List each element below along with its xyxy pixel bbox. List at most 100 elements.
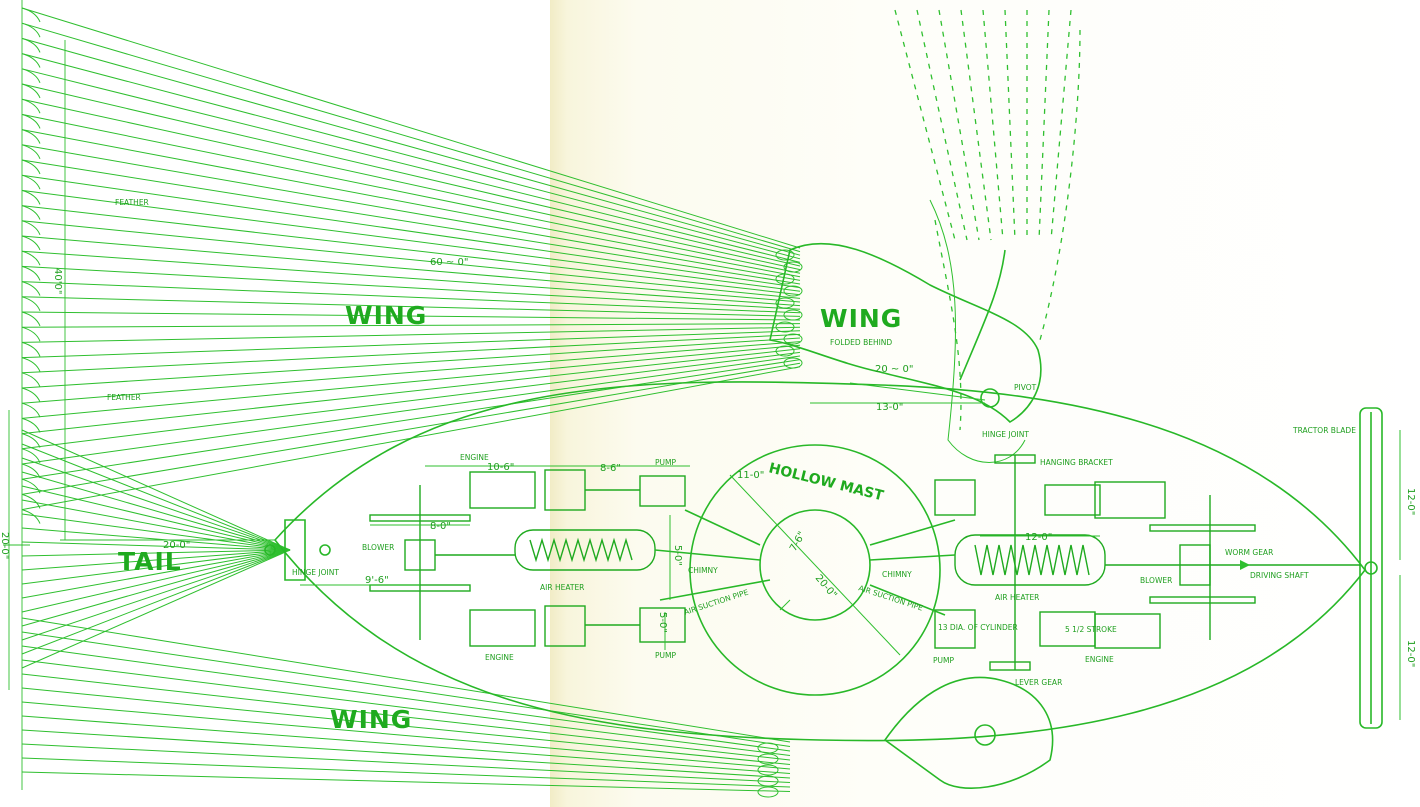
feather-stroke: [21, 311, 801, 321]
feather-stroke: [21, 53, 801, 260]
feather-stroke: [21, 341, 801, 404]
feather-stroke: [21, 617, 791, 743]
wing-swing-arc: [929, 199, 1026, 463]
feather-stroke: [21, 337, 801, 389]
feather-stroke: [21, 344, 801, 419]
feather-stroke: [21, 743, 791, 783]
air-heater-label-right: AIR HEATER: [995, 593, 1039, 602]
feather-stroke: [21, 355, 801, 465]
blower-label-right: BLOWER: [1140, 576, 1172, 585]
tail-feather-stroke: [21, 549, 291, 627]
dim-tail-length: 20-0": [163, 540, 190, 551]
feather-tip: [21, 113, 41, 129]
feather-stroke: [21, 235, 801, 303]
dashed-feather-stroke: [1038, 9, 1050, 241]
tail-feather-stroke: [21, 549, 291, 599]
feather-root: [783, 261, 803, 273]
feather-stroke: [21, 22, 801, 253]
feather-stroke: [21, 174, 801, 289]
dim-prop-top: 12-0": [1405, 488, 1416, 515]
feather-root: [775, 345, 795, 357]
tail-feather-stroke: [21, 485, 291, 551]
stroke-note-label: 5 1/2 STROKE: [1065, 625, 1117, 634]
tail-label: TAIL: [118, 547, 182, 576]
tail-feather-stroke: [21, 471, 291, 551]
feather-tip: [21, 144, 41, 159]
feather-tip: [21, 205, 41, 220]
tail-feathers: [21, 429, 291, 669]
feather-tip: [21, 387, 41, 403]
feather-tip: [21, 311, 41, 327]
feather-stroke: [21, 333, 801, 374]
dashed-feather-stroke: [916, 9, 968, 241]
feather-stroke: [21, 701, 791, 770]
feather-stroke: [21, 771, 791, 792]
feather-tip: [21, 433, 41, 448]
air-suction-label-left: AIR SUCTION PIPE: [683, 588, 750, 617]
wing-swing-guide: [934, 29, 1081, 431]
tail-feather-stroke: [21, 549, 291, 557]
feather-root: [757, 753, 779, 765]
feather-root: [757, 764, 779, 776]
hollow-mast-outer: [689, 444, 941, 696]
left-dimension-frame: [3, 0, 275, 790]
feather-stroke: [21, 250, 801, 307]
folded-wing-upper: [769, 242, 1042, 424]
feather-root: [775, 297, 795, 309]
engine-label-left-bottom: ENGINE: [485, 653, 514, 662]
tail-feather-stroke: [21, 549, 291, 571]
tail-feather-stroke: [21, 513, 291, 551]
feather-tip: [21, 53, 41, 68]
cylinder-note-label: 13 DIA. OF CYLINDER: [938, 623, 1018, 632]
feather-stroke: [21, 715, 791, 774]
dim-prop-bottom: 12-0": [1405, 640, 1416, 667]
dim-pump-5b: 5-0": [657, 612, 668, 633]
feather-root: [783, 333, 803, 345]
upper-wing-feathers: [21, 7, 803, 524]
tail-feather-stroke: [21, 429, 291, 551]
tail-feather-stroke: [21, 443, 291, 551]
feather-root: [783, 309, 803, 321]
chimny-label-left: CHIMNY: [688, 566, 718, 575]
dim-wing-span: 60 ~ 0": [430, 257, 468, 268]
dim-left-9-6: 9'-6": [365, 575, 389, 586]
feather-stroke: [21, 359, 801, 480]
dim-folded-span: 20 ~ 0": [875, 364, 913, 375]
hollow-mast-inner: [759, 509, 871, 621]
feather-tip: [21, 341, 41, 357]
blower-label-left: BLOWER: [362, 543, 394, 552]
feather-tip: [21, 220, 41, 235]
air-suction-label-right: AIR SUCTION PIPE: [857, 583, 924, 612]
tail-feather-stroke: [21, 549, 291, 669]
dashed-feather-stroke: [1004, 9, 1016, 241]
feather-label-mid: FEATHER: [107, 393, 141, 402]
feather-tip: [21, 463, 41, 479]
tail-feather-stroke: [21, 549, 291, 641]
driving-shaft-label: DRIVING SHAFT: [1250, 571, 1309, 580]
air-heater-label-left: AIR HEATER: [540, 583, 584, 592]
hollow-mast-label: HOLLOW MAST: [767, 460, 885, 504]
feather-stroke: [21, 129, 801, 278]
feather-stroke: [21, 729, 791, 779]
feather-tip: [21, 98, 41, 114]
pivot-label: PIVOT: [1014, 383, 1037, 392]
feather-tip: [21, 281, 41, 296]
feather-tip: [21, 250, 41, 266]
dim-engine-length: 10-6": [487, 462, 514, 473]
tail-feather-stroke: [21, 549, 291, 655]
feather-stroke: [21, 7, 801, 249]
feather-stroke: [21, 348, 801, 435]
feather-stroke: [21, 296, 801, 317]
chimny-label-right: CHIMNY: [882, 570, 912, 579]
tail-feather-stroke: [21, 499, 291, 551]
feather-stroke: [21, 68, 801, 263]
feather-stroke: [21, 687, 791, 765]
feather-root: [775, 321, 795, 333]
feather-tip: [21, 7, 41, 23]
engine-label-left-top: ENGINE: [460, 453, 489, 462]
feather-root: [783, 357, 803, 369]
wing-label-lower: WING: [330, 705, 412, 734]
feather-stroke: [21, 659, 791, 756]
feather-root: [783, 285, 803, 297]
